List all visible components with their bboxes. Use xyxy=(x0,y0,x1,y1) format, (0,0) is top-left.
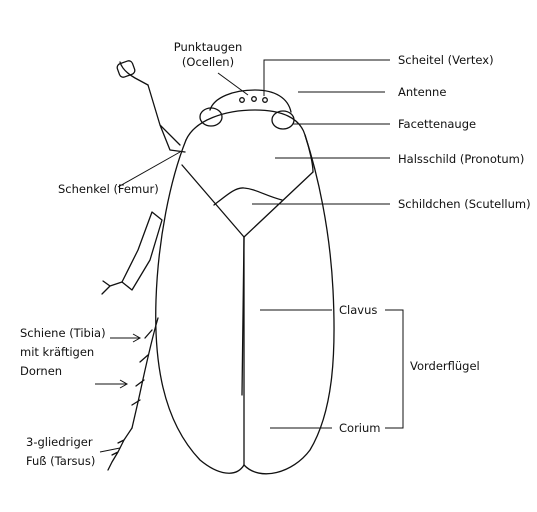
tibia-spines xyxy=(131,329,153,406)
head xyxy=(199,89,295,130)
left-compound-eye xyxy=(199,107,223,127)
hind-leg xyxy=(107,317,159,471)
label-antenna: Antenne xyxy=(398,85,446,99)
tarsus-hind xyxy=(107,427,133,471)
label-tibia-line1: Schiene (Tibia) xyxy=(20,326,106,340)
label-ocelli-line1: Punktaugen xyxy=(174,40,242,54)
label-femur: Schenkel (Femur) xyxy=(58,182,159,196)
ocellus-middle xyxy=(251,96,257,102)
leader-femur xyxy=(117,151,181,188)
ocellus-left xyxy=(239,97,245,103)
label-vertex: Scheitel (Vertex) xyxy=(398,53,494,67)
wing-left-outline xyxy=(155,139,245,474)
label-tibia-line2: mit kräftigen xyxy=(20,345,94,359)
labels: Punktaugen (Ocellen) Scheitel (Vertex) A… xyxy=(20,40,531,468)
label-scutellum: Schildchen (Scutellum) xyxy=(398,197,531,211)
label-tibia-line3: Dornen xyxy=(20,364,62,378)
leader-tarsus xyxy=(99,447,121,453)
label-tarsus-line2: Fuß (Tarsus) xyxy=(26,454,95,468)
femur-outline xyxy=(121,211,163,291)
clavus-suture-left xyxy=(181,164,245,396)
pronotum-outline xyxy=(185,109,314,173)
label-tarsus-line1: 3-gliedriger xyxy=(26,435,93,449)
bracket-forewing xyxy=(385,309,404,429)
front-leg xyxy=(101,60,186,295)
antenna-segment xyxy=(116,60,136,78)
insect-drawing xyxy=(95,60,335,475)
label-compound-eye: Facettenauge xyxy=(398,117,476,131)
wing-right-outline xyxy=(243,134,335,475)
head-outline xyxy=(209,89,292,113)
label-corium: Corium xyxy=(339,421,380,435)
leader-ocelli xyxy=(217,72,249,96)
tarsus-fore xyxy=(101,280,123,295)
arrow-spine-upper xyxy=(110,333,142,343)
coxa xyxy=(147,84,186,153)
leader-lines xyxy=(99,59,404,453)
label-forewing: Vorderflügel xyxy=(410,359,480,373)
label-ocelli-line2: (Ocellen) xyxy=(182,55,234,69)
label-clavus: Clavus xyxy=(339,303,377,317)
arrow-spine-lower xyxy=(95,379,129,389)
label-pronotum: Halsschild (Pronotum) xyxy=(398,152,524,166)
scutellum-outline xyxy=(213,187,283,206)
leader-vertex xyxy=(263,59,390,96)
ocellus-right xyxy=(262,97,268,103)
tibia-outline xyxy=(131,317,159,429)
